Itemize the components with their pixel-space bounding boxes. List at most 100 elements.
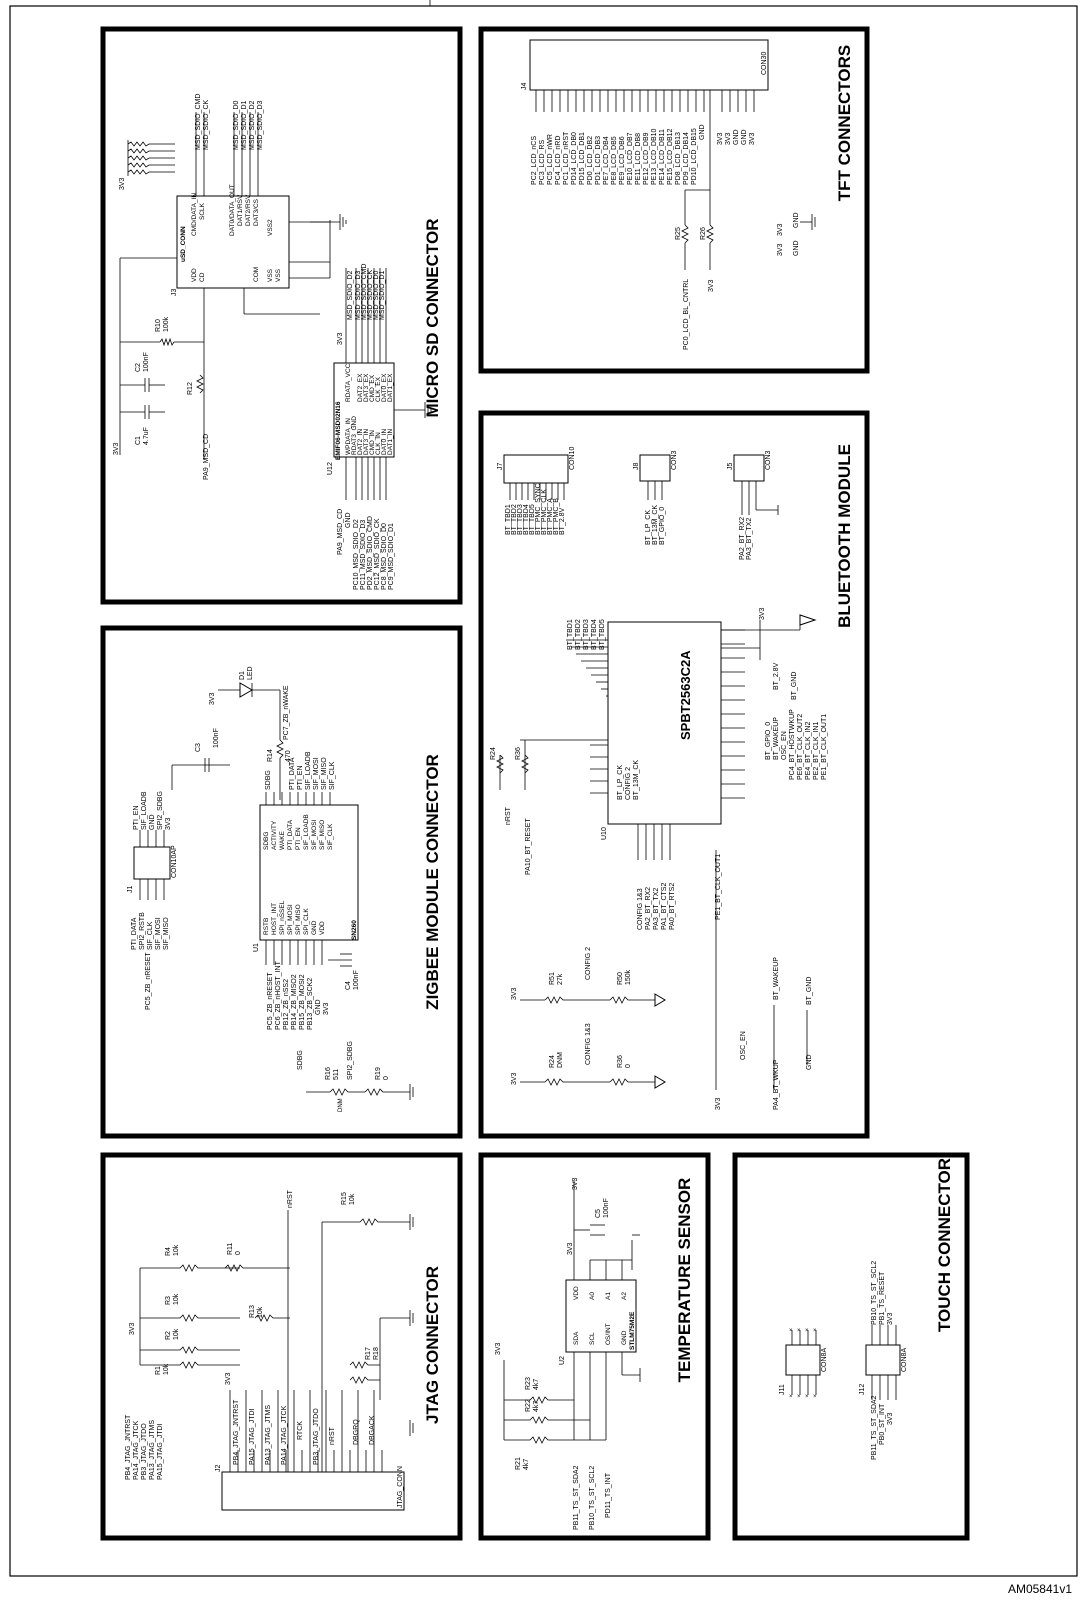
net-3v3-sd: 3V3 [119, 177, 126, 190]
svg-text:U12: U12 [327, 462, 334, 475]
svg-text:BT_TBD5: BT_TBD5 [529, 504, 536, 535]
svg-text:VDD: VDD [573, 1286, 580, 1300]
svg-text:BT_TBD4: BT_TBD4 [523, 504, 530, 535]
svg-text:WAKE: WAKE [279, 830, 286, 850]
svg-text:×: × [797, 1394, 801, 1400]
capacitor-c2 [120, 378, 165, 392]
svg-text:R1: R1 [155, 1366, 162, 1375]
svg-text:A1: A1 [605, 1292, 612, 1300]
svg-text:PB14_ZB_MISO2: PB14_ZB_MISO2 [291, 974, 298, 1030]
svg-text:PC8_MSD_SDIO_D0: PC8_MSD_SDIO_D0 [381, 523, 388, 590]
svg-text:GND: GND [793, 212, 800, 228]
svg-text:3V3: 3V3 [113, 442, 120, 455]
svg-text:3V3: 3V3 [777, 223, 784, 236]
svg-text:100nF: 100nF [353, 970, 360, 990]
svg-text:PA0_BT_RTS2: PA0_BT_RTS2 [669, 883, 676, 930]
svg-text:DAT1/RSV: DAT1/RSV [237, 194, 244, 226]
svg-text:PB10_TS_ST_SCL2: PB10_TS_ST_SCL2 [871, 1261, 878, 1325]
svg-text:U2: U2 [559, 1356, 566, 1365]
svg-text:3V3: 3V3 [225, 1372, 232, 1385]
svg-text:C3: C3 [195, 743, 202, 752]
svg-text:R21: R21 [515, 1457, 522, 1470]
svg-text:GND: GND [315, 999, 322, 1015]
svg-text:3V3: 3V3 [209, 692, 216, 705]
svg-text:27k: 27k [557, 973, 564, 985]
svg-text:PC6_ZB_nHOST_INT: PC6_ZB_nHOST_INT [275, 960, 282, 1030]
svg-text:DAT0/DATA_OUT: DAT0/DATA_OUT [229, 184, 236, 236]
svg-text:BT_PMC_CLK: BT_PMC_CLK [541, 489, 548, 535]
svg-text:PC5_LCD_nWR: PC5_LCD_nWR [547, 134, 554, 185]
svg-text:CD: CD [199, 272, 206, 282]
jtag-title: JTAG CONNECTOR [423, 1266, 442, 1424]
svg-text:PA14_JTAG_JTCK: PA14_JTAG_JTCK [133, 1420, 140, 1480]
svg-text:3V3: 3V3 [129, 1322, 136, 1335]
svg-text:GND: GND [311, 920, 318, 935]
svg-text:BT_TBD1: BT_TBD1 [567, 619, 574, 650]
svg-text:CMD_IN: CMD_IN [369, 430, 376, 455]
svg-text:3V3: 3V3 [777, 243, 784, 256]
j7-lines [509, 483, 565, 500]
emif06-chip [333, 362, 395, 458]
svg-text:CON3: CON3 [671, 450, 678, 470]
tft-section: TFT CONNECTORS J4 CON30 PC2_LCD_nCS PC3_… [478, 26, 870, 374]
svg-text:×: × [813, 1394, 817, 1400]
svg-text:BT_TBD1: BT_TBD1 [505, 504, 512, 535]
svg-text:×: × [797, 1328, 801, 1334]
svg-text:PTI_DATA: PTI_DATA [289, 757, 296, 790]
touch-connector-j11 [785, 1344, 821, 1376]
svg-text:PA15_JTAG_JTDI: PA15_JTAG_JTDI [157, 1423, 164, 1480]
svg-text:BT_GND: BT_GND [791, 672, 798, 700]
zigbee-section: ZIGBEE MODULE CONNECTOR J1 CON10AP PTI_E… [100, 625, 463, 1139]
svg-text:PE12_LCD_DB9: PE12_LCD_DB9 [643, 132, 650, 185]
jtag-section: JTAG CONNECTOR J2 JTAG_CONN PB4_JTAG_JNT… [100, 1152, 463, 1541]
svg-text:R51: R51 [549, 972, 556, 985]
svg-text:SCLK: SCLK [199, 202, 206, 220]
svg-text:BT_LP_CK: BT_LP_CK [645, 510, 652, 545]
svg-text:C5: C5 [595, 1209, 602, 1218]
svg-text:MSD_SDIO_D1: MSD_SDIO_D1 [241, 100, 248, 150]
svg-text:PE9_LCD_DB6: PE9_LCD_DB6 [619, 136, 626, 185]
svg-text:PB12_ZB_nSS2: PB12_ZB_nSS2 [283, 979, 290, 1030]
svg-text:0: 0 [625, 1064, 632, 1068]
tft-net-labels: PC2_LCD_nCS PC3_LCD_RS PC5_LCD_nWR PC4_L… [531, 124, 756, 185]
svg-text:OS/INT: OS/INT [605, 1323, 612, 1345]
svg-text:SIF_CLK: SIF_CLK [329, 761, 336, 790]
svg-text:PB10_TS_ST_SCL2: PB10_TS_ST_SCL2 [589, 1466, 596, 1530]
svg-text:3V3: 3V3 [749, 132, 756, 145]
svg-text:J5: J5 [727, 463, 734, 471]
svg-text:DBGRQ: DBGRQ [353, 1419, 360, 1445]
svg-text:R36: R36 [515, 747, 522, 760]
svg-text:4.7uF: 4.7uF [143, 427, 150, 445]
svg-text:R16: R16 [325, 1067, 332, 1080]
svg-text:PB11_TS_ST_SDA2: PB11_TS_ST_SDA2 [871, 1395, 878, 1460]
svg-text:PC12_MSD_SDIO_CK: PC12_MSD_SDIO_CK [374, 518, 381, 590]
net-sd-cmd: MSD_SDIO_CMD [195, 94, 202, 150]
spbt-bottom-pins [637, 824, 671, 860]
svg-text:10k: 10k [173, 1244, 180, 1256]
svg-text:GND: GND [806, 1054, 813, 1070]
svg-text:SIF_MOSI: SIF_MOSI [313, 757, 320, 790]
svg-text:3V3: 3V3 [495, 1342, 502, 1355]
svg-text:3V3: 3V3 [511, 1072, 518, 1085]
tft-title: TFT CONNECTORS [835, 45, 854, 201]
svg-text:PE11_LCD_DB8: PE11_LCD_DB8 [635, 133, 642, 185]
svg-text:PC3_LCD_RS: PC3_LCD_RS [539, 140, 546, 185]
svg-text:PE6_BT_CLK_OUT2: PE6_BT_CLK_OUT2 [797, 714, 804, 780]
svg-text:PC7_ZB_nWAKE: PC7_ZB_nWAKE [283, 685, 290, 740]
svg-text:GND: GND [741, 129, 748, 145]
svg-text:DAT3_EX: DAT3_EX [363, 373, 370, 402]
svg-text:MSD_SDIO_D2: MSD_SDIO_D2 [249, 100, 256, 150]
svg-text:PD11_TS_INT: PD11_TS_INT [605, 1472, 612, 1518]
svg-text:BT_TBD2: BT_TBD2 [511, 504, 518, 535]
svg-text:R4: R4 [165, 1247, 172, 1256]
svg-text:PD10_LCD_DB15: PD10_LCD_DB15 [691, 128, 698, 185]
svg-text:PD2_MSD_SDIO_CMD: PD2_MSD_SDIO_CMD [367, 516, 374, 590]
svg-text:470: 470 [285, 750, 292, 762]
svg-text:ACTIVITY: ACTIVITY [271, 820, 278, 850]
svg-text:J2: J2 [215, 1465, 222, 1473]
svg-text:3V3: 3V3 [165, 817, 172, 830]
svg-text:VDD: VDD [191, 268, 198, 282]
svg-text:3V3: 3V3 [708, 279, 715, 292]
svg-text:DBGACK: DBGACK [369, 1415, 376, 1445]
